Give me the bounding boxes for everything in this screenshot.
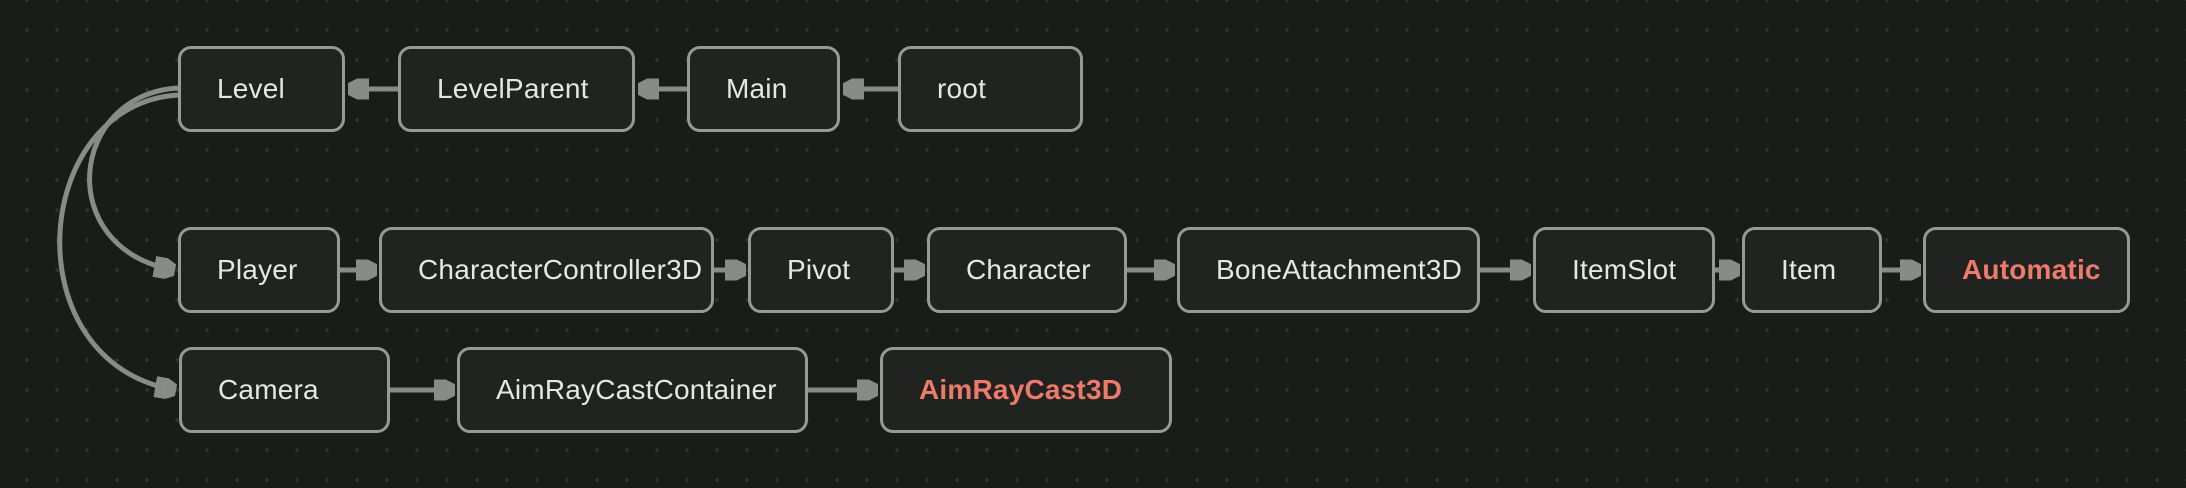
- node-level: Level: [178, 46, 345, 132]
- node-pivot: Pivot: [748, 227, 894, 313]
- node-charactercontroller3d: CharacterController3D: [379, 227, 714, 313]
- node-camera: Camera: [179, 347, 390, 433]
- node-aimraycast3d: AimRayCast3D: [880, 347, 1172, 433]
- node-boneattachment3d: BoneAttachment3D: [1177, 227, 1480, 313]
- node-itemslot: ItemSlot: [1533, 227, 1715, 313]
- edge-level-player-curved: [87, 85, 179, 270]
- node-item: Item: [1742, 227, 1882, 313]
- node-character: Character: [927, 227, 1127, 313]
- node-automatic: Automatic: [1923, 227, 2130, 313]
- node-main: Main: [687, 46, 840, 132]
- node-root: root: [898, 46, 1083, 132]
- node-player: Player: [178, 227, 340, 313]
- node-aimraycastcontainer: AimRayCastContainer: [457, 347, 808, 433]
- edge-level-camera-curved: [57, 92, 179, 390]
- node-levelparent: LevelParent: [398, 46, 635, 132]
